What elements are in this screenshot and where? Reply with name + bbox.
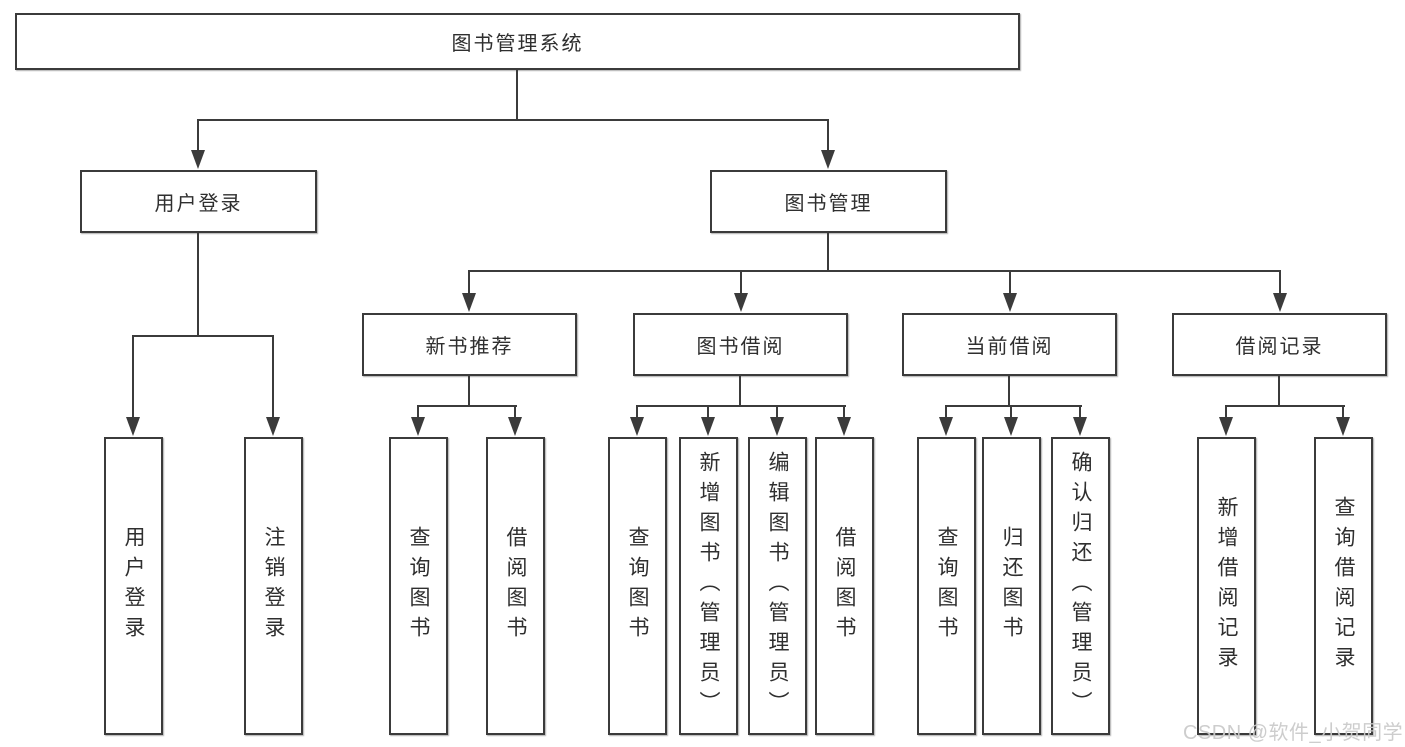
connector-book-vertical bbox=[827, 233, 829, 272]
node-book-borrowing: 图书借阅 bbox=[633, 313, 848, 376]
arrow-down-icon bbox=[1004, 417, 1018, 436]
node-user-login: 用户登录 bbox=[80, 170, 317, 233]
arrow-down-icon bbox=[1273, 293, 1287, 312]
connector-stem bbox=[1225, 405, 1227, 419]
connector-stem bbox=[1342, 405, 1344, 419]
arrow-down-icon bbox=[630, 417, 644, 436]
arrow-down-icon bbox=[266, 417, 280, 436]
leaf-borrowing-query-books: 查询图书 bbox=[608, 437, 667, 735]
connector-current-horizontal bbox=[945, 405, 1082, 407]
csdn-watermark: CSDN @软件_小贺同学 bbox=[1183, 722, 1404, 744]
connector-root-horizontal bbox=[197, 119, 829, 121]
leaf-current-query-books: 查询图书 bbox=[917, 437, 976, 735]
arrow-down-icon bbox=[821, 150, 835, 169]
connector-root-vertical bbox=[516, 70, 518, 121]
leaf-current-confirm-return-admin: 确认归还（管理员） bbox=[1051, 437, 1110, 735]
connector-stem-user bbox=[197, 119, 199, 153]
arrow-down-icon bbox=[411, 417, 425, 436]
node-library-system: 图书管理系统 bbox=[15, 13, 1020, 70]
arrow-down-icon bbox=[1219, 417, 1233, 436]
connector-stem-current bbox=[1009, 270, 1011, 294]
connector-borrowing-vertical bbox=[739, 376, 741, 407]
leaf-recommend-query-books: 查询图书 bbox=[389, 437, 448, 735]
connector-stem bbox=[1079, 405, 1081, 419]
connector-stem bbox=[776, 405, 778, 419]
connector-stem-borrowing bbox=[740, 270, 742, 294]
connector-stem-logout bbox=[272, 335, 274, 419]
leaf-current-return-books: 归还图书 bbox=[982, 437, 1041, 735]
connector-stem-recommend bbox=[468, 270, 470, 294]
node-borrowing-records: 借阅记录 bbox=[1172, 313, 1387, 376]
arrow-down-icon bbox=[939, 417, 953, 436]
leaf-records-add-record: 新增借阅记录 bbox=[1197, 437, 1256, 735]
connector-stem-records bbox=[1279, 270, 1281, 294]
arrow-down-icon bbox=[1073, 417, 1087, 436]
connector-stem bbox=[945, 405, 947, 419]
connector-stem bbox=[514, 405, 516, 419]
arrow-down-icon bbox=[701, 417, 715, 436]
arrow-down-icon bbox=[1003, 293, 1017, 312]
arrow-down-icon bbox=[508, 417, 522, 436]
connector-user-horizontal bbox=[132, 335, 274, 337]
leaf-user-login: 用户登录 bbox=[104, 437, 163, 735]
connector-stem bbox=[636, 405, 638, 419]
leaf-borrowing-borrow-books: 借阅图书 bbox=[815, 437, 874, 735]
connector-stem bbox=[1010, 405, 1012, 419]
connector-stem bbox=[417, 405, 419, 419]
arrow-down-icon bbox=[734, 293, 748, 312]
arrow-down-icon bbox=[837, 417, 851, 436]
leaf-recommend-borrow-books: 借阅图书 bbox=[486, 437, 545, 735]
arrow-down-icon bbox=[462, 293, 476, 312]
connector-recommend-horizontal bbox=[417, 405, 517, 407]
connector-stem bbox=[707, 405, 709, 419]
connector-current-vertical bbox=[1008, 376, 1010, 407]
node-book-management: 图书管理 bbox=[710, 170, 947, 233]
arrow-down-icon bbox=[191, 150, 205, 169]
connector-book-horizontal bbox=[468, 270, 1281, 272]
leaf-logout: 注销登录 bbox=[244, 437, 303, 735]
arrow-down-icon bbox=[1336, 417, 1350, 436]
leaf-borrowing-edit-books-admin: 编辑图书（管理员） bbox=[748, 437, 807, 735]
node-current-borrowing: 当前借阅 bbox=[902, 313, 1117, 376]
connector-stem bbox=[843, 405, 845, 419]
connector-recommend-vertical bbox=[468, 376, 470, 407]
connector-user-vertical bbox=[197, 233, 199, 337]
leaf-records-query-record: 查询借阅记录 bbox=[1314, 437, 1373, 735]
arrow-down-icon bbox=[126, 417, 140, 436]
leaf-borrowing-add-books-admin: 新增图书（管理员） bbox=[679, 437, 738, 735]
connector-stem-login bbox=[132, 335, 134, 419]
arrow-down-icon bbox=[770, 417, 784, 436]
connector-records-vertical bbox=[1278, 376, 1280, 407]
connector-records-horizontal bbox=[1225, 405, 1345, 407]
connector-borrowing-horizontal bbox=[636, 405, 846, 407]
node-new-book-recommend: 新书推荐 bbox=[362, 313, 577, 376]
connector-stem-book bbox=[827, 119, 829, 153]
